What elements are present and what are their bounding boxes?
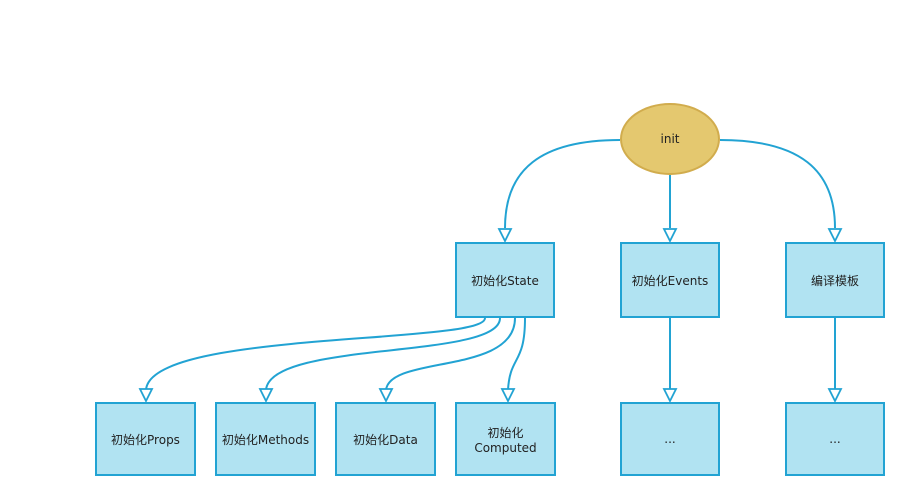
- init-node: init: [620, 103, 720, 175]
- init-events-label: 初始化Events: [631, 273, 709, 288]
- arrowhead-template-more: [827, 388, 843, 404]
- edge-state-to-computed: [507, 317, 526, 391]
- init-computed-node: 初始化Computed: [455, 402, 556, 476]
- arrowhead-computed: [500, 388, 516, 404]
- arrowhead-state: [497, 228, 513, 244]
- init-methods-label: 初始化Methods: [221, 432, 310, 447]
- init-methods-node: 初始化Methods: [215, 402, 316, 476]
- init-events-node: 初始化Events: [620, 242, 720, 318]
- arrowhead-methods: [258, 388, 274, 404]
- edge-state-to-data: [385, 317, 516, 391]
- arrowhead-events: [662, 228, 678, 244]
- init-data-label: 初始化Data: [353, 432, 418, 447]
- init-label: init: [660, 132, 680, 146]
- compile-template-node: 编译模板: [785, 242, 885, 318]
- compile-template-label: 编译模板: [810, 273, 859, 288]
- template-more-node: ...: [785, 402, 885, 476]
- init-state-label: 初始化State: [471, 273, 539, 288]
- edge-init-to-state: [504, 139, 621, 229]
- init-props-label: 初始化Props: [111, 432, 180, 447]
- template-more-label: ...: [829, 432, 841, 446]
- init-computed-label: 初始化Computed: [474, 425, 537, 455]
- edge-init-to-template: [719, 139, 836, 229]
- init-props-node: 初始化Props: [95, 402, 196, 476]
- init-data-node: 初始化Data: [335, 402, 436, 476]
- arrowhead-props: [138, 388, 154, 404]
- events-more-node: ...: [620, 402, 720, 476]
- arrowhead-events-more: [662, 388, 678, 404]
- edge-state-to-props: [145, 317, 486, 391]
- arrowhead-template: [827, 228, 843, 244]
- init-state-node: 初始化State: [455, 242, 555, 318]
- events-more-label: ...: [664, 432, 676, 446]
- arrowhead-data: [378, 388, 394, 404]
- edge-state-to-methods: [265, 317, 501, 391]
